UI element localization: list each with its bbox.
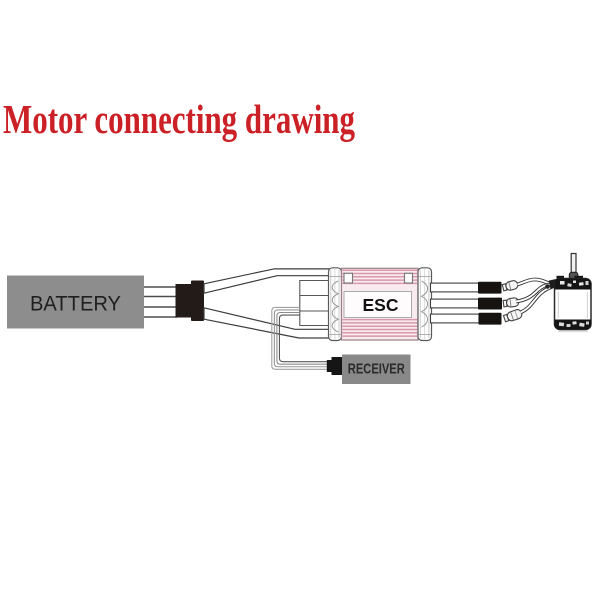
svg-text:BATTERY: BATTERY	[30, 293, 121, 316]
svg-text:ESC: ESC	[363, 295, 399, 315]
svg-text:Motor connecting drawing: Motor connecting drawing	[3, 96, 355, 142]
svg-text:RECEIVER: RECEIVER	[348, 361, 405, 378]
